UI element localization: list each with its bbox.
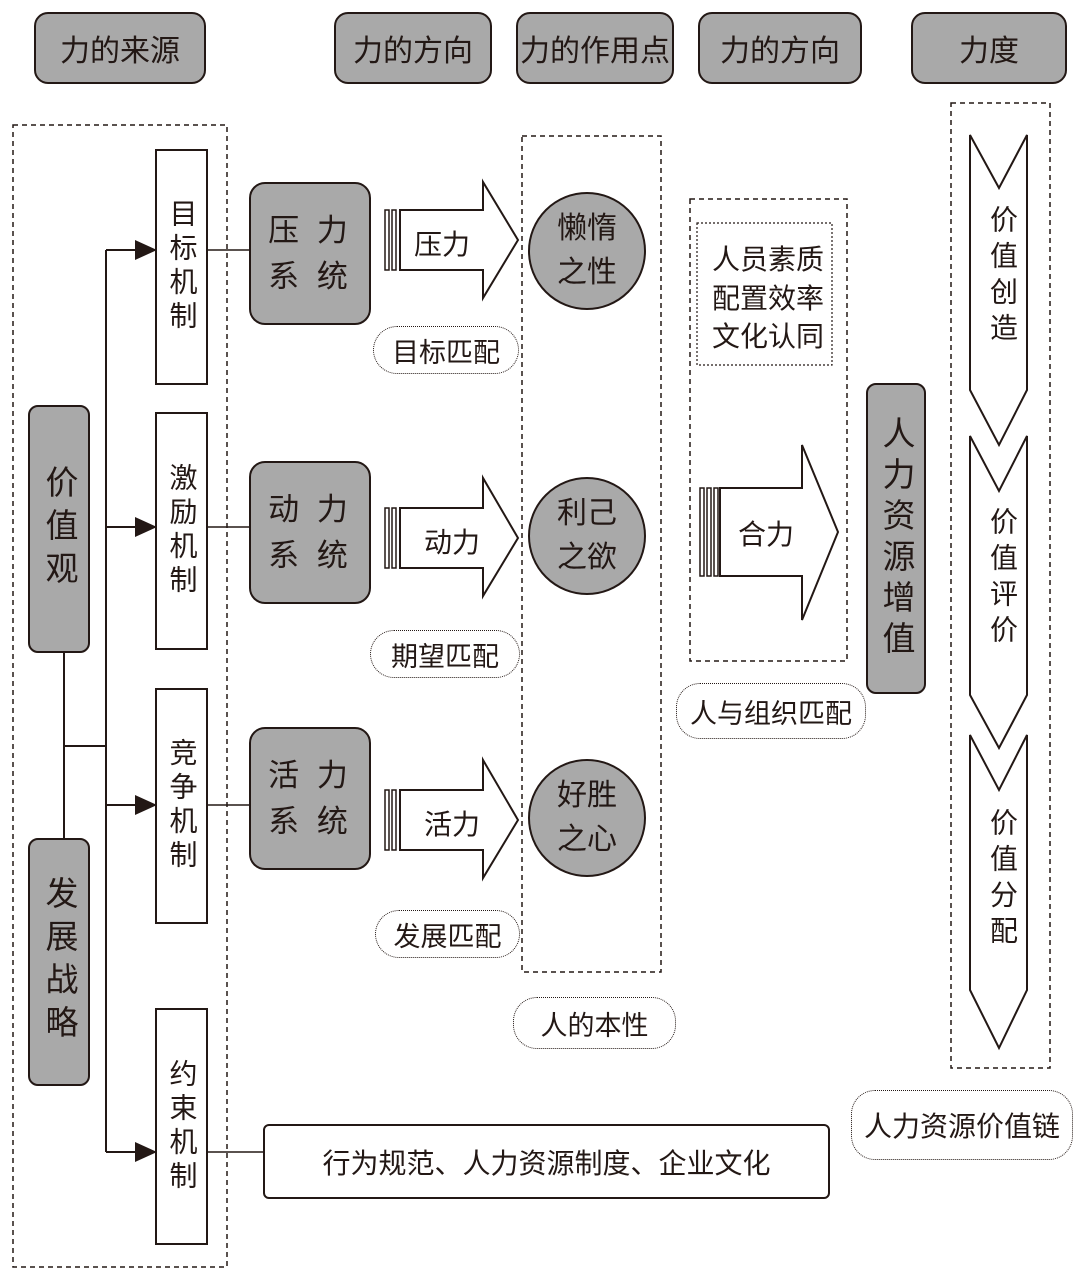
pressure-arrow-label: 压力 bbox=[414, 228, 471, 261]
source-frame bbox=[12, 124, 228, 1268]
value-evaluation-label: 价值评价 bbox=[986, 507, 1019, 651]
values-label: 价值观 bbox=[40, 464, 79, 594]
strategy-bar: 发展战略 bbox=[28, 838, 90, 1086]
header-force-direction-1: 力的方向 bbox=[334, 12, 492, 84]
person-org-match-pill: 人与组织匹配 bbox=[676, 683, 866, 739]
resultant-arrow-label: 合力 bbox=[738, 518, 795, 551]
value-creation-label: 价值创造 bbox=[986, 205, 1019, 349]
chevron-value-evaluation bbox=[969, 435, 1028, 751]
nature-competitiveness-circle: 好胜 之心 bbox=[528, 759, 646, 877]
hr-value-growth-bar: 人力资源增值 bbox=[866, 383, 926, 694]
match-target-pill: 目标匹配 bbox=[373, 326, 519, 374]
value-chain-label-pill: 人力资源价值链 bbox=[851, 1090, 1073, 1160]
resultant-arrow-shape bbox=[699, 444, 840, 621]
mechanism-incentive: 激励机制 bbox=[155, 412, 208, 650]
motive-arrow-label: 动力 bbox=[424, 526, 481, 559]
motive-system: 动 力 系 统 bbox=[249, 461, 371, 604]
mechanism-constraint-label: 约束机制 bbox=[165, 1058, 199, 1195]
mechanism-competition: 竞争机制 bbox=[155, 688, 208, 924]
motive-arrow-shape bbox=[384, 474, 520, 600]
factor-culture: 文化认同 bbox=[711, 320, 824, 353]
constraint-content-box: 行为规范、人力资源制度、企业文化 bbox=[263, 1124, 830, 1199]
chevron-value-distribution bbox=[969, 734, 1028, 1051]
constraint-content-text: 行为规范、人力资源制度、企业文化 bbox=[322, 1146, 771, 1180]
vitality-system: 活 力 系 统 bbox=[249, 727, 371, 870]
header-force-direction-2: 力的方向 bbox=[698, 12, 862, 84]
mechanism-target: 目标机制 bbox=[155, 149, 208, 385]
match-development-pill: 发展匹配 bbox=[375, 910, 520, 958]
mechanism-competition-label: 竞争机制 bbox=[165, 738, 199, 874]
pressure-system: 压 力 系 统 bbox=[249, 182, 371, 325]
vitality-arrow-label: 活力 bbox=[424, 808, 481, 841]
nature-selfinterest-circle: 利己 之欲 bbox=[528, 477, 646, 595]
nature-laziness-circle: 懒惰 之性 bbox=[528, 192, 646, 310]
factor-efficiency: 配置效率 bbox=[711, 282, 824, 315]
factor-quality: 人员素质 bbox=[711, 243, 824, 276]
header-force-source: 力的来源 bbox=[34, 12, 206, 84]
strategy-label: 发展战略 bbox=[40, 876, 79, 1048]
value-chain-frame bbox=[950, 102, 1051, 1069]
values-bar: 价值观 bbox=[28, 405, 90, 653]
header-force-point: 力的作用点 bbox=[516, 12, 674, 84]
resultant-frame bbox=[689, 198, 848, 662]
nature-label-pill: 人的本性 bbox=[513, 997, 676, 1049]
header-force-intensity: 力度 bbox=[911, 12, 1067, 84]
pressure-arrow-shape bbox=[384, 178, 520, 302]
mechanism-constraint: 约束机制 bbox=[155, 1008, 208, 1245]
mechanism-incentive-label: 激励机制 bbox=[165, 463, 199, 599]
hr-value-growth-label: 人力资源增值 bbox=[877, 415, 916, 662]
match-expectation-pill: 期望匹配 bbox=[370, 630, 520, 678]
vitality-arrow-shape bbox=[384, 756, 520, 882]
chevron-value-creation bbox=[969, 134, 1028, 448]
nature-frame bbox=[521, 135, 662, 973]
mechanism-target-label: 目标机制 bbox=[165, 199, 199, 335]
value-distribution-label: 价值分配 bbox=[986, 808, 1019, 952]
factors-frame bbox=[696, 222, 833, 366]
